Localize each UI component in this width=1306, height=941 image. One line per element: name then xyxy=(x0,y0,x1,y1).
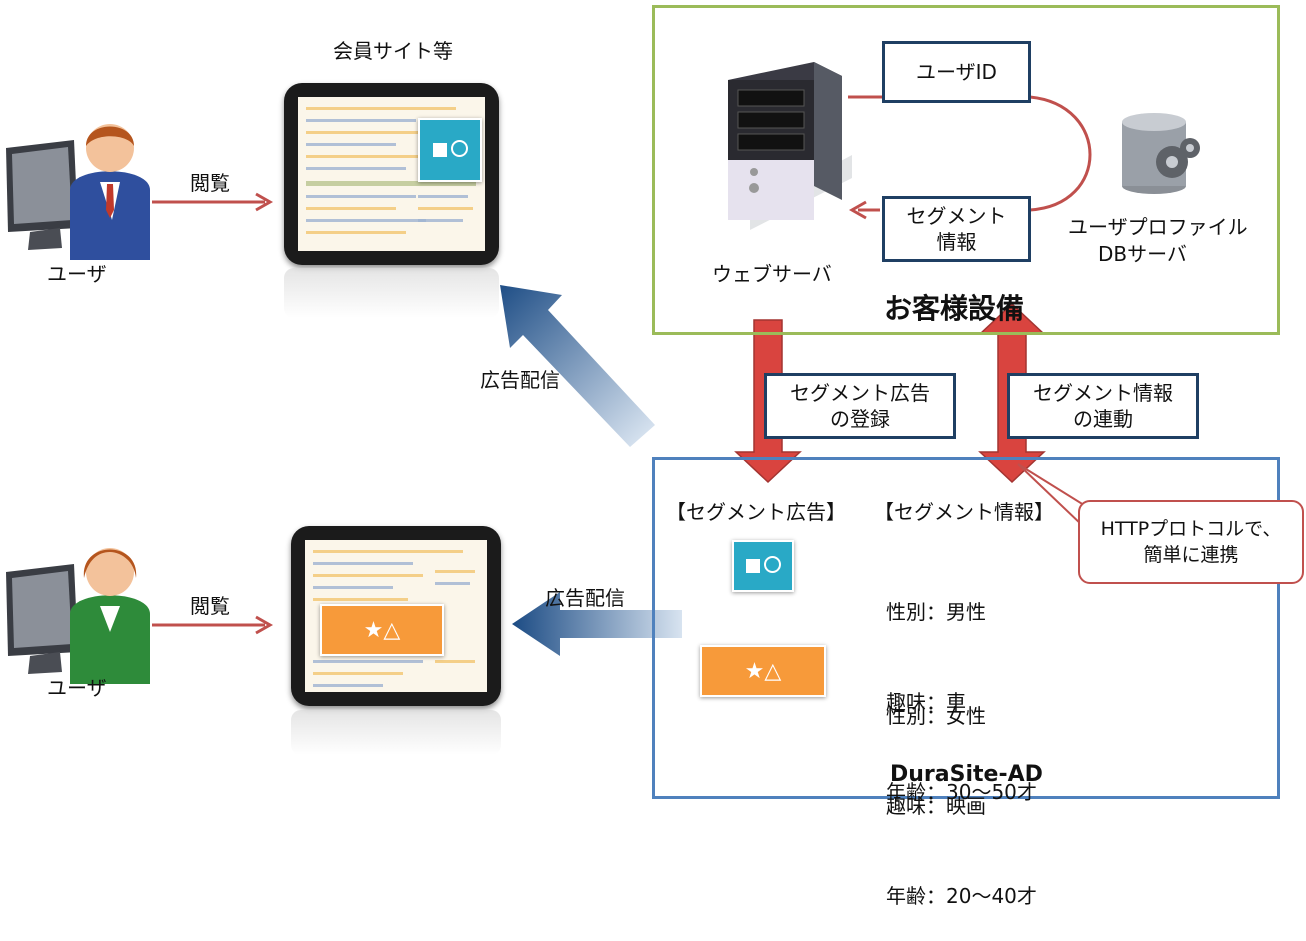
product-name-label: DuraSite-AD xyxy=(890,762,1043,787)
segment-1: 性別：男性 趣味：車 年齢：30〜50才 xyxy=(886,537,1037,837)
segment-2: 性別：女性 趣味：映画 年齢：20〜40才 xyxy=(886,641,1037,941)
register-text-1: セグメント広告 xyxy=(790,381,930,405)
view-label-top: 閲覧 xyxy=(190,171,230,195)
segment-2-gender: 性別：女性 xyxy=(886,704,986,728)
site-ad-blue xyxy=(418,118,482,182)
db-server-label-2: DBサーバ xyxy=(1098,242,1187,266)
callout-text-2: 簡単に連携 xyxy=(1143,544,1239,566)
view-arrow-bottom xyxy=(152,615,274,635)
monitor-reflection-bottom xyxy=(291,710,501,755)
ad-delivery-label-bottom: 広告配信 xyxy=(545,586,625,610)
segment-ad-blue xyxy=(732,540,794,592)
web-server-label: ウェブサーバ xyxy=(712,262,832,286)
register-text-2: の登録 xyxy=(830,407,890,431)
db-server-icon xyxy=(1122,113,1200,194)
site-ad-star-triangle-icon: ★△ xyxy=(363,617,401,643)
segment-2-age: 年齢：20〜40才 xyxy=(886,884,1037,908)
customer-facility-label: お客様設備 xyxy=(884,292,1025,325)
register-box: セグメント広告 の登録 xyxy=(764,373,956,439)
user-pc-icon-top xyxy=(6,124,150,260)
segment-info-text-2: 情報 xyxy=(936,230,977,254)
ad-delivery-arrow-top xyxy=(500,285,655,447)
user-label-bottom: ユーザ xyxy=(47,676,107,700)
orange-ad-star-triangle-icon: ★△ xyxy=(744,658,782,684)
user-label-top: ユーザ xyxy=(47,262,107,286)
ad-delivery-arrow-bottom xyxy=(512,592,682,656)
customer-facility-region xyxy=(652,5,1280,335)
site-ad-orange: ★△ xyxy=(320,604,444,656)
segment-info-text-1: セグメント xyxy=(906,204,1007,228)
member-site-label: 会員サイト等 xyxy=(333,39,453,63)
data-loop-arrow xyxy=(848,95,1092,220)
segment-1-gender: 性別：男性 xyxy=(886,600,986,624)
segment-2-hobby: 趣味：映画 xyxy=(886,794,986,818)
segment-1-age: 年齢：30〜50才 xyxy=(886,780,1037,804)
segment-1-hobby: 趣味：車 xyxy=(886,690,966,714)
segment-info-header: 【セグメント情報】 xyxy=(874,500,1054,524)
durasite-ad-region xyxy=(652,457,1280,799)
user-id-text: ユーザID xyxy=(916,60,997,84)
segment-ads-header: 【セグメント広告】 xyxy=(666,500,846,524)
web-server-icon xyxy=(728,62,852,230)
http-callout: HTTPプロトコルで、 簡単に連携 xyxy=(1078,500,1304,584)
link-box: セグメント情報 の連動 xyxy=(1007,373,1199,439)
segment-info-box: セグメント 情報 xyxy=(882,196,1031,262)
ad-delivery-label-top: 広告配信 xyxy=(480,368,560,392)
callout-text-1: HTTPプロトコルで、 xyxy=(1100,518,1282,540)
db-server-label-1: ユーザプロファイル xyxy=(1068,215,1248,239)
link-text-1: セグメント情報 xyxy=(1033,381,1173,405)
link-text-2: の連動 xyxy=(1073,407,1133,431)
view-label-bottom: 閲覧 xyxy=(190,594,230,618)
view-arrow-top xyxy=(152,192,274,212)
segment-ad-orange: ★△ xyxy=(700,645,826,697)
monitor-reflection-top xyxy=(284,268,499,318)
user-pc-icon-bottom xyxy=(6,548,150,684)
blue-ad-square-circle-icon xyxy=(745,555,781,577)
site-ad-square-circle-icon xyxy=(432,139,468,161)
user-id-box: ユーザID xyxy=(882,41,1031,103)
